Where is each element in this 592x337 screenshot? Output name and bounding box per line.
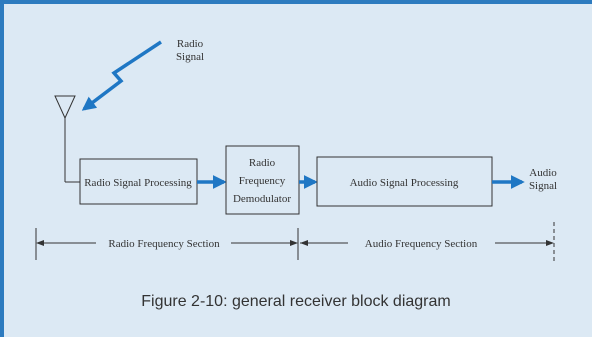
demodulator-block bbox=[225, 145, 300, 215]
radio-signal-bolt bbox=[81, 40, 162, 111]
audio-frequency-section-span bbox=[300, 240, 554, 246]
radio-signal-processing-block bbox=[79, 158, 198, 205]
left-border bbox=[0, 0, 4, 337]
demodulator-label-line1: Radio bbox=[249, 157, 276, 169]
top-border bbox=[0, 0, 592, 4]
audio-signal-label-line2: Signal bbox=[529, 180, 557, 192]
radio-frequency-section-label: Radio Frequency Section bbox=[108, 238, 220, 250]
radio-signal-label-line1: Radio bbox=[177, 38, 204, 50]
audio-frequency-section-label: Audio Frequency Section bbox=[365, 238, 478, 250]
audio-signal-processing-label: Audio Signal Processing bbox=[350, 177, 459, 189]
demodulator-label-line2: Frequency bbox=[239, 175, 286, 187]
radio-signal-processing-label: Radio Signal Processing bbox=[84, 177, 192, 189]
figure-caption: Figure 2-10: general receiver block diag… bbox=[141, 293, 451, 310]
demodulator-label-line3: Demodulator bbox=[233, 193, 291, 205]
audio-signal-processing-block bbox=[316, 156, 493, 207]
radio-frequency-section-span bbox=[36, 240, 298, 246]
antenna-icon bbox=[54, 95, 80, 183]
radio-signal-label-line2: Signal bbox=[176, 51, 204, 63]
audio-signal-label-line1: Audio bbox=[529, 167, 557, 179]
